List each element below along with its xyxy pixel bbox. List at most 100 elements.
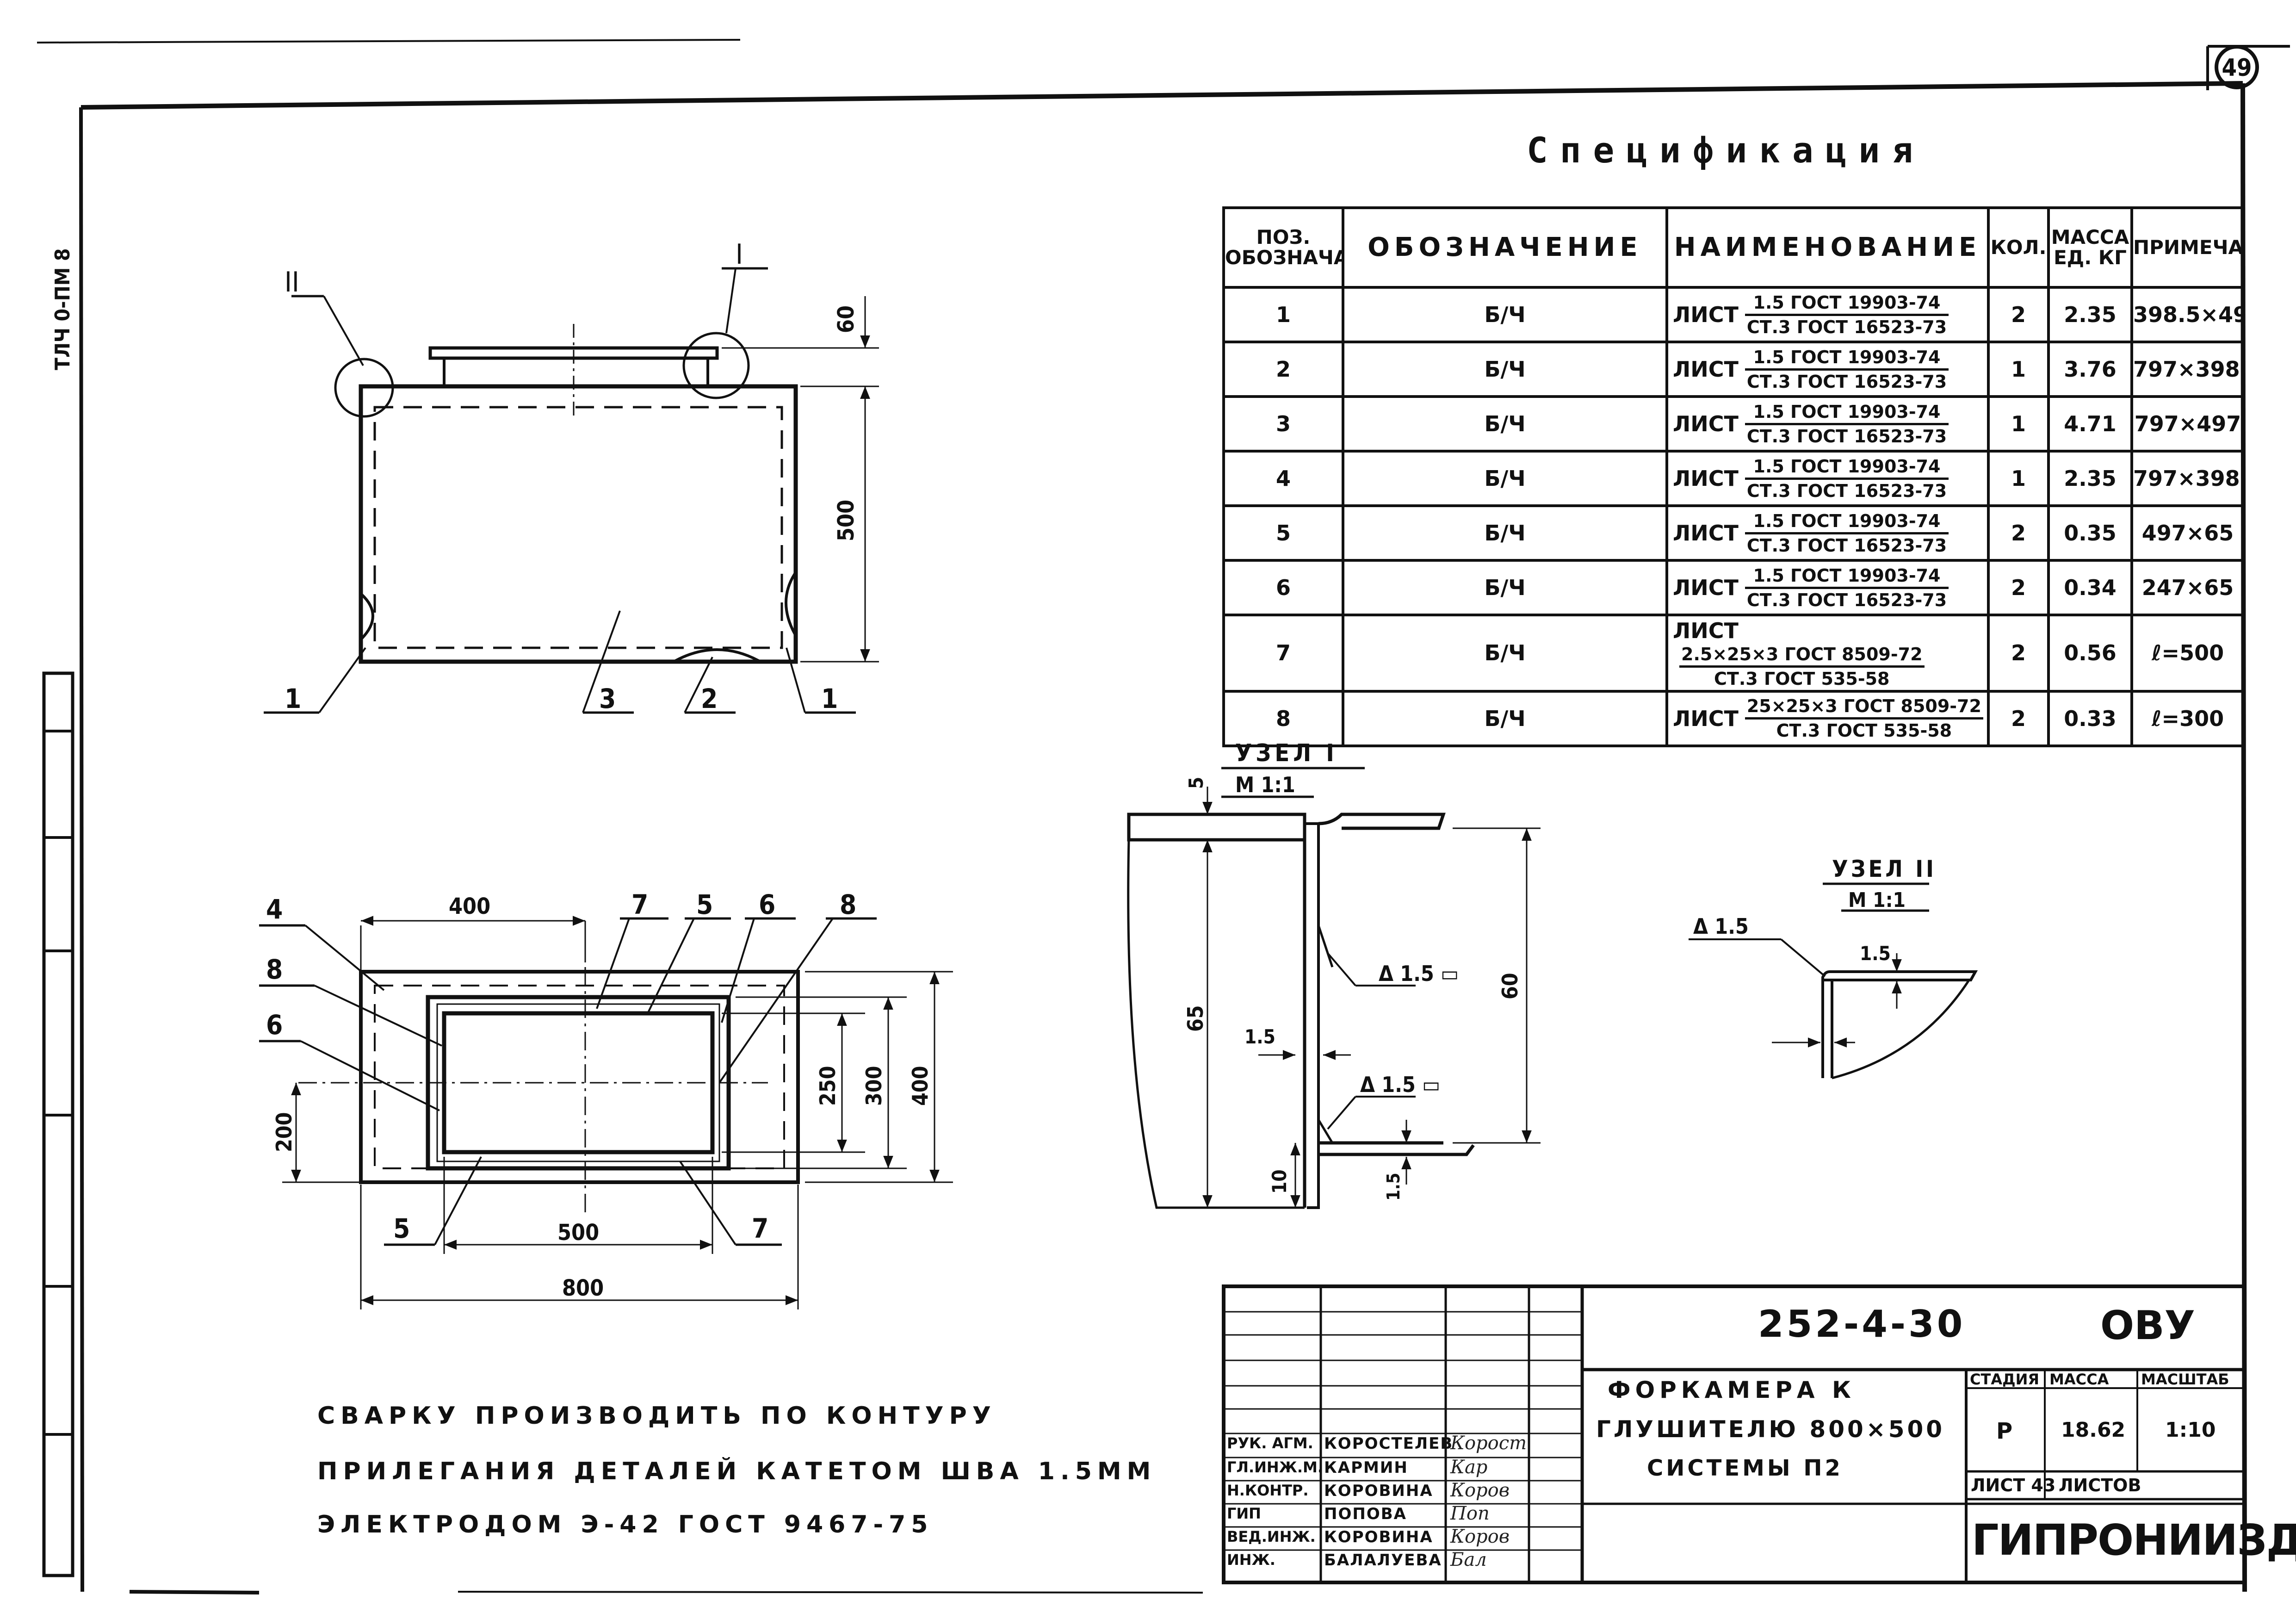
front-callout-II: II <box>285 266 299 298</box>
spec-title: Спецификация <box>1527 130 1925 171</box>
staff-signature: Бал <box>1450 1549 1487 1570</box>
node-I-dim-60: 60 <box>1498 973 1522 999</box>
staff-signature: Кар <box>1450 1457 1488 1478</box>
spec-material: ЛИСТ <box>1673 466 1739 491</box>
plan-dim-500: 500 <box>557 1220 599 1246</box>
plan-dim-400-top: 400 <box>449 893 490 919</box>
spec-standard-top: 1.5 ГОСТ 19903-74 <box>1745 510 1949 534</box>
spec-standard-bottom: СТ.3 ГОСТ 16523-73 <box>1746 480 1947 501</box>
node-I-dim-1-5-b: 1.5 <box>1383 1173 1404 1201</box>
plan-pos-5-top: 5 <box>696 889 713 920</box>
front-dim-500: 500 <box>833 500 859 541</box>
node-I-dim-5: 5 <box>1185 777 1207 789</box>
spec-standard-top: 1.5 ГОСТ 19903-74 <box>1745 401 1949 425</box>
spec-cell-pos: 7 <box>1222 614 1344 693</box>
spec-cell-mass: 0.35 <box>2047 504 2133 562</box>
spec-header-designation: ОБОЗНАЧЕНИЕ <box>1342 206 1668 289</box>
plan-dim-200: 200 <box>272 1112 297 1152</box>
spec-cell-note: 797×398.5 <box>2130 341 2245 398</box>
plan-pos-8-left: 8 <box>266 954 283 985</box>
spec-header-mass: МАССА ЕД. КГ <box>2047 206 2133 289</box>
spec-cell-pos: 8 <box>1222 689 1344 747</box>
staff-signature: Коров <box>1450 1526 1510 1547</box>
spec-cell-note: ℓ=500 <box>2130 614 2245 693</box>
spec-standard-bottom: СТ.3 ГОСТ 535-58 <box>1714 668 1890 689</box>
spec-cell-pos: 5 <box>1222 504 1344 562</box>
spec-cell-designation: Б/Ч <box>1342 395 1668 453</box>
plan-pos-5-bottom: 5 <box>393 1213 410 1244</box>
plan-pos-6-left: 6 <box>266 1009 283 1041</box>
section-code: ОВУ <box>2100 1303 2195 1349</box>
spec-cell-qty: 2 <box>1987 504 2050 562</box>
spec-material: ЛИСТ <box>1673 706 1739 731</box>
node-I-weld-1: Δ 1.5 ▭ <box>1379 961 1459 986</box>
node-II <box>1689 882 1978 1079</box>
spec-cell-mass: 4.71 <box>2047 395 2133 453</box>
spec-material: ЛИСТ <box>1673 302 1739 327</box>
spec-cell-mass: 3.76 <box>2047 341 2133 398</box>
staff-name: КОРОСТЕЛЕВ <box>1324 1434 1454 1453</box>
spec-standard-top: 1.5 ГОСТ 19903-74 <box>1745 565 1949 589</box>
spec-cell-pos: 4 <box>1222 450 1344 507</box>
spec-standard-top: 2.5×25×3 ГОСТ 8509-72 <box>1679 643 1925 668</box>
title-line-1: ФОРКАМЕРА К <box>1608 1377 1856 1403</box>
sheet-number-circle <box>2215 45 2259 89</box>
spec-cell-mass: 0.34 <box>2047 559 2133 616</box>
plan-view <box>259 916 953 1309</box>
spec-cell-note: 497×65 <box>2130 504 2245 562</box>
staff-signature: Корост <box>1450 1433 1527 1454</box>
spec-cell-qty: 2 <box>1987 614 2050 693</box>
spec-header-qty: КОЛ. <box>1987 206 2050 289</box>
spec-cell-designation: Б/Ч <box>1342 341 1668 398</box>
spec-cell-qty: 2 <box>1987 559 2050 616</box>
staff-role: Н.КОНТР. <box>1227 1482 1309 1499</box>
spec-standard-bottom: СТ.3 ГОСТ 16523-73 <box>1746 371 1947 392</box>
node-II-scale: М 1:1 <box>1848 888 1906 912</box>
spec-cell-qty: 1 <box>1987 450 2050 507</box>
plan-pos-7-top: 7 <box>631 889 648 920</box>
spec-cell-note: 398.5×497 <box>2130 286 2245 343</box>
spec-cell-mass: 2.35 <box>2047 450 2133 507</box>
plan-pos-4: 4 <box>266 893 283 925</box>
spec-cell-qty: 2 <box>1987 689 2050 747</box>
front-view <box>264 267 879 714</box>
plan-dim-300: 300 <box>861 1066 886 1106</box>
spec-cell-designation: Б/Ч <box>1342 504 1668 562</box>
sheets-label: ЛИСТОВ <box>2059 1475 2141 1495</box>
spec-cell-mass: 0.33 <box>2047 689 2133 747</box>
front-pos-1-right: 1 <box>821 683 838 714</box>
spec-cell-qty: 1 <box>1987 395 2050 453</box>
front-callout-I: I <box>736 238 743 271</box>
spec-cell-note: 797×497 <box>2130 395 2245 453</box>
spec-cell-designation: Б/Ч <box>1342 450 1668 507</box>
front-pos-3: 3 <box>599 683 616 714</box>
staff-name: КОРОВИНА <box>1324 1528 1433 1546</box>
margin-stamp: ТЛЧ 0-ПМ 8 <box>51 248 74 370</box>
mass-label: МАССА <box>2049 1371 2109 1388</box>
staff-role: ГЛ.ИНЖ.М. <box>1227 1458 1324 1476</box>
front-pos-2: 2 <box>701 683 718 714</box>
spec-standard-top: 1.5 ГОСТ 19903-74 <box>1745 346 1949 371</box>
weld-note-line-2: ПРИЛЕГАНИЯ ДЕТАЛЕЙ КАТЕТОМ ШВА 1.5ММ <box>317 1458 1157 1485</box>
plan-dim-400-right: 400 <box>908 1066 933 1106</box>
staff-name: БАЛАЛУЕВА <box>1324 1551 1442 1570</box>
scale-value: 1:10 <box>2165 1418 2216 1442</box>
spec-standard-bottom: СТ.3 ГОСТ 16523-73 <box>1746 426 1947 447</box>
staff-name: КАРМИН <box>1324 1458 1408 1477</box>
node-II-title: УЗЕЛ II <box>1832 856 1937 882</box>
org-name: ГИПРОНИИЗДРАВ <box>1972 1515 2296 1565</box>
spec-cell-note: 797×398.5 <box>2130 450 2245 507</box>
